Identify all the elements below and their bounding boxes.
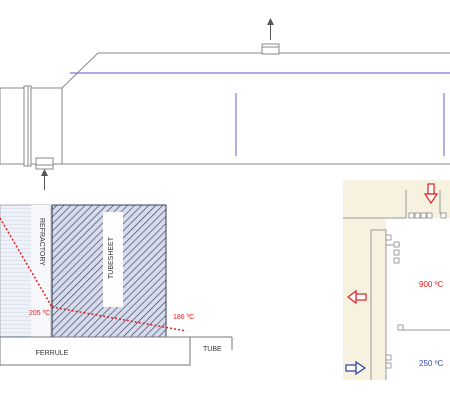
interface-temperature: 205 ºC — [29, 310, 50, 317]
bottom-nozzle — [35, 157, 54, 190]
vessel-interior-lines — [70, 72, 450, 156]
tube-label: TUBE — [203, 346, 222, 353]
inset-studs — [385, 212, 447, 369]
shell-top-edge — [31, 52, 450, 89]
hot-gas-down-arrow — [423, 183, 439, 205]
cold-gas-right-arrow — [345, 360, 367, 376]
tubesheet-label: TUBESHEET — [108, 236, 115, 279]
outer-temperature: 186 ºC — [173, 314, 194, 321]
tubesheet-label-box — [103, 212, 123, 307]
refractory-label: REFRACTORY — [38, 218, 45, 266]
vessel — [0, 52, 450, 167]
cold-zone-temperature: 250 ºC — [419, 359, 443, 368]
ferrule-label: FERRULE — [36, 350, 69, 357]
ferrule — [0, 336, 191, 366]
temperature-gradient-tubesheet — [51, 306, 187, 332]
hot-gas-left-arrow — [347, 289, 367, 305]
hot-zone-temperature: 900 ºC — [419, 280, 443, 289]
inset-chamber — [386, 218, 450, 380]
tubesheet-detail: REFRACTORY TUBESHEET FERRULE TUBE 205 ºC… — [0, 204, 233, 366]
top-nozzle — [261, 18, 280, 55]
temperature-gradient-refractory — [0, 217, 53, 308]
flow-inset: 900 ºC 250 ºC — [343, 180, 450, 380]
inset-walls — [343, 190, 450, 380]
